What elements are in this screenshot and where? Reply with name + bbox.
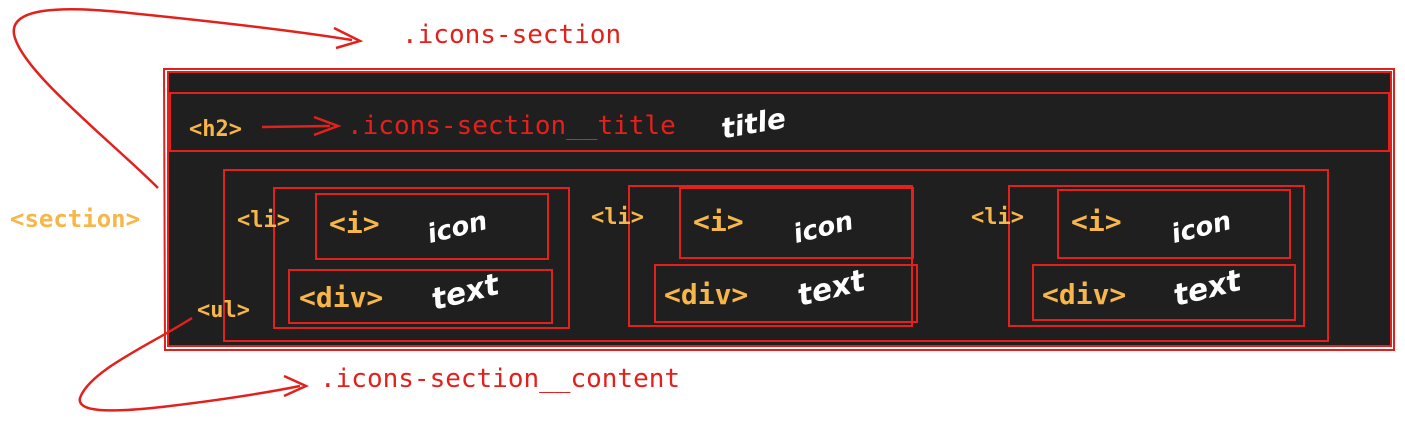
i-box-2 — [679, 187, 914, 259]
i-box-1 — [315, 193, 549, 260]
section-tag-label: <section> — [10, 205, 141, 233]
section-outline — [162, 68, 1395, 351]
div-tag-label-2: <div> — [664, 278, 749, 311]
div-box-1 — [288, 269, 553, 324]
li-tag-label-3: <li> — [971, 205, 1024, 230]
ul-tag-label: <ul> — [197, 298, 250, 323]
div-box-3 — [1032, 264, 1296, 321]
h2-tag-label: <h2> — [189, 117, 242, 142]
li-box-1 — [273, 187, 570, 329]
h2-arrow-line — [261, 124, 331, 129]
icons-content-class-label: .icons-section__content — [320, 364, 681, 394]
li-box-3 — [1008, 185, 1305, 327]
li-tag-label-1: <li> — [237, 208, 290, 233]
i-tag-label-2: <i> — [693, 205, 744, 238]
section-panel: <h2> .icons-section__title title <ul> <l… — [167, 71, 1392, 347]
icons-section-class-label: .icons-section — [402, 20, 622, 50]
div-box-2 — [654, 264, 918, 323]
content-loop-arrow — [78, 316, 301, 412]
section-loop-arrow — [12, 8, 353, 189]
div-tag-label-3: <div> — [1042, 278, 1127, 311]
i-tag-label-3: <i> — [1071, 205, 1122, 238]
li-tag-label-2: <li> — [591, 205, 644, 230]
h2-class-label: .icons-section__title — [347, 111, 676, 141]
ul-box — [223, 169, 1329, 342]
i-tag-label-1: <i> — [329, 207, 380, 240]
content-loop-head — [283, 374, 310, 398]
i-box-3 — [1057, 189, 1291, 259]
section-loop-head — [333, 26, 364, 50]
h2-title-box — [169, 92, 1390, 152]
div-tag-label-1: <div> — [299, 281, 384, 314]
h2-arrow-head — [313, 115, 342, 137]
